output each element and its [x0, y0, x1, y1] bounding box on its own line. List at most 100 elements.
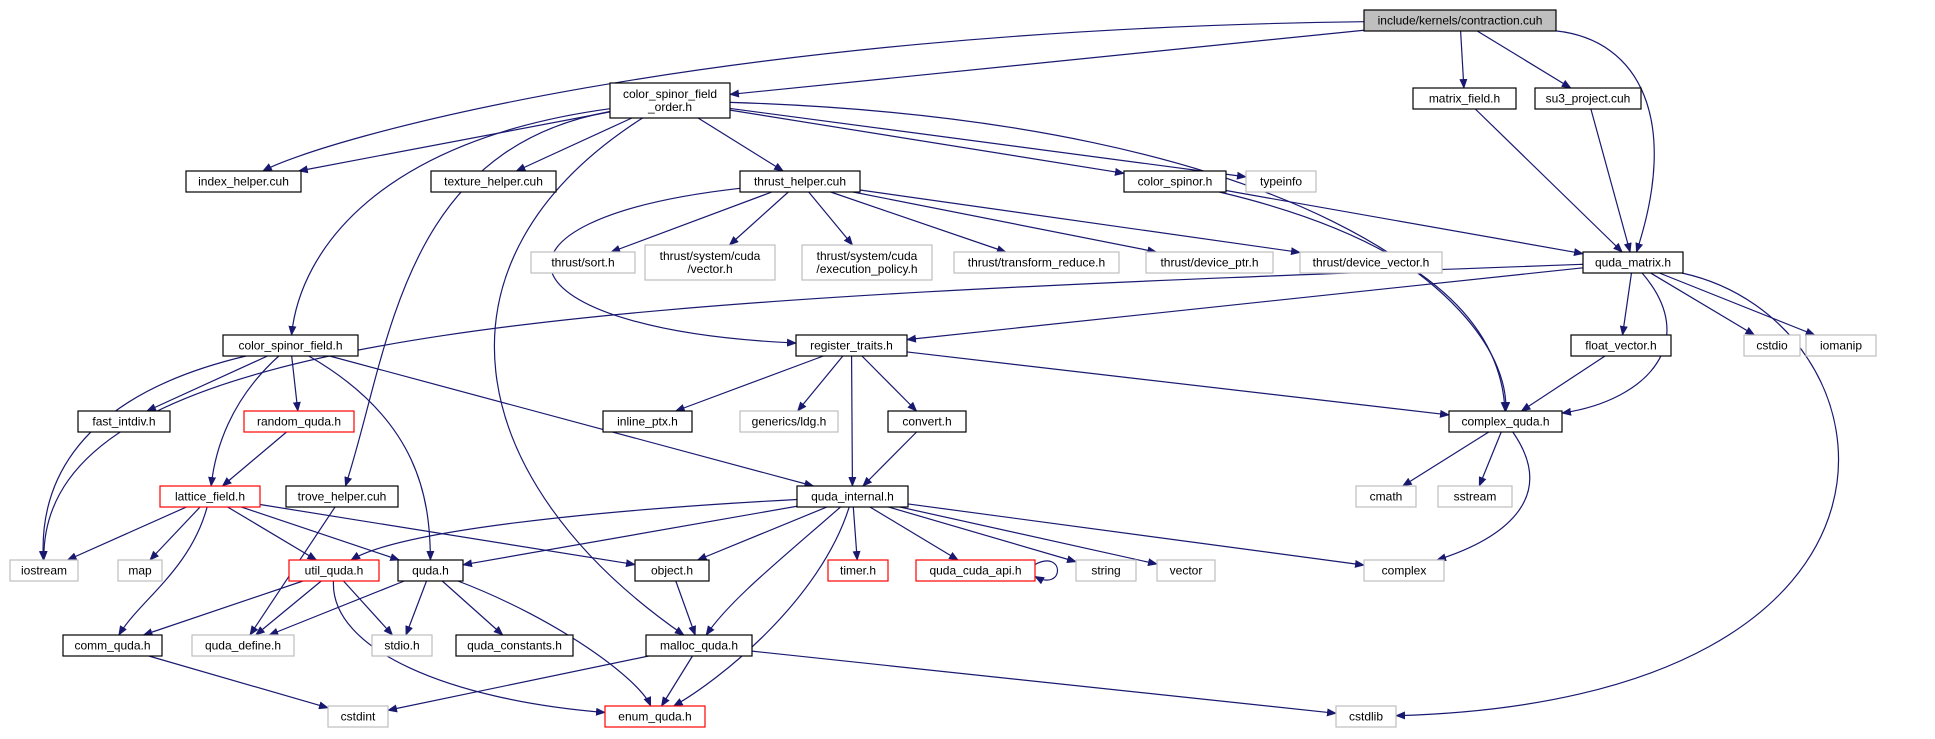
node-box-cmath[interactable]: [1355, 485, 1417, 508]
node-box-su3_project[interactable]: [1534, 87, 1642, 110]
node-box-typeinfo[interactable]: [1245, 170, 1317, 193]
node-quda_cuda_api[interactable]: quda_cuda_api.h: [915, 559, 1036, 582]
node-register_traits[interactable]: register_traits.h: [795, 334, 908, 357]
node-color_spinor_field[interactable]: color_spinor_field.h: [222, 334, 359, 357]
node-typeinfo[interactable]: typeinfo: [1245, 170, 1317, 193]
node-object[interactable]: object.h: [634, 559, 710, 582]
node-complex_quda[interactable]: complex_quda.h: [1448, 410, 1563, 433]
node-cstdio[interactable]: cstdio: [1743, 334, 1801, 357]
node-box-thrust_sort[interactable]: [530, 251, 636, 274]
node-box-complex_quda[interactable]: [1448, 410, 1563, 433]
node-color_spinor[interactable]: color_spinor.h: [1123, 170, 1227, 193]
node-thrust_dvec[interactable]: thrust/device_vector.h: [1299, 251, 1443, 274]
node-box-float_vector[interactable]: [1570, 334, 1672, 357]
node-box-matrix_field[interactable]: [1412, 87, 1517, 110]
node-box-cstdio[interactable]: [1743, 334, 1801, 357]
node-box-thrust_vector[interactable]: [644, 244, 776, 281]
node-color_spinor_field_order[interactable]: color_spinor_field_order.h: [609, 82, 731, 119]
node-box-cstdint[interactable]: [327, 705, 389, 728]
node-random_quda[interactable]: random_quda.h: [243, 410, 355, 433]
node-box-util_quda[interactable]: [288, 559, 380, 582]
node-box-thrust_exec[interactable]: [801, 244, 933, 281]
node-box-convert[interactable]: [887, 410, 967, 433]
node-su3_project[interactable]: su3_project.cuh: [1534, 87, 1642, 110]
node-box-enum_quda[interactable]: [604, 705, 706, 728]
node-box-malloc_quda[interactable]: [645, 634, 753, 657]
node-box-register_traits[interactable]: [795, 334, 908, 357]
node-inline_ptx[interactable]: inline_ptx.h: [602, 410, 693, 433]
node-box-quda_internal[interactable]: [796, 485, 909, 508]
node-box-object[interactable]: [634, 559, 710, 582]
node-contraction[interactable]: include/kernels/contraction.cuh: [1363, 9, 1557, 32]
node-fast_intdiv[interactable]: fast_intdiv.h: [77, 410, 171, 433]
node-quda_define[interactable]: quda_define.h: [191, 634, 295, 657]
node-lattice_field[interactable]: lattice_field.h: [159, 485, 261, 508]
node-stdio[interactable]: stdio.h: [371, 634, 433, 657]
node-box-vector[interactable]: [1156, 559, 1216, 582]
node-box-index_helper[interactable]: [185, 170, 302, 193]
node-float_vector[interactable]: float_vector.h: [1570, 334, 1672, 357]
node-comm_quda[interactable]: comm_quda.h: [62, 634, 163, 657]
node-box-iostream[interactable]: [9, 559, 79, 582]
node-box-string[interactable]: [1075, 559, 1137, 582]
node-quda_h[interactable]: quda.h: [397, 559, 464, 582]
node-box-generics_ldg[interactable]: [739, 410, 839, 433]
node-thrust_dptr[interactable]: thrust/device_ptr.h: [1145, 251, 1274, 274]
node-box-sstream[interactable]: [1437, 485, 1513, 508]
node-box-quda_define[interactable]: [191, 634, 295, 657]
node-box-quda_matrix[interactable]: [1582, 251, 1684, 274]
node-iomanip[interactable]: iomanip: [1805, 334, 1877, 357]
node-box-quda_constants[interactable]: [455, 634, 574, 657]
node-quda_internal[interactable]: quda_internal.h: [796, 485, 909, 508]
node-box-quda_cuda_api[interactable]: [915, 559, 1036, 582]
node-box-thrust_tr[interactable]: [953, 251, 1120, 274]
node-box-cstdlib[interactable]: [1335, 705, 1397, 728]
node-cstdlib[interactable]: cstdlib: [1335, 705, 1397, 728]
node-box-timer[interactable]: [827, 559, 889, 582]
node-box-comm_quda[interactable]: [62, 634, 163, 657]
node-box-lattice_field[interactable]: [159, 485, 261, 508]
node-thrust_sort[interactable]: thrust/sort.h: [530, 251, 636, 274]
node-box-thrust_helper[interactable]: [739, 170, 861, 193]
node-index_helper[interactable]: index_helper.cuh: [185, 170, 302, 193]
node-box-stdio[interactable]: [371, 634, 433, 657]
node-generics_ldg[interactable]: generics/ldg.h: [739, 410, 839, 433]
node-trove_helper[interactable]: trove_helper.cuh: [285, 485, 399, 508]
node-malloc_quda[interactable]: malloc_quda.h: [645, 634, 753, 657]
node-convert[interactable]: convert.h: [887, 410, 967, 433]
node-util_quda[interactable]: util_quda.h: [288, 559, 380, 582]
node-box-complex[interactable]: [1363, 559, 1445, 582]
node-box-contraction[interactable]: [1363, 9, 1557, 32]
node-box-fast_intdiv[interactable]: [77, 410, 171, 433]
node-quda_constants[interactable]: quda_constants.h: [455, 634, 574, 657]
node-box-map[interactable]: [117, 559, 163, 582]
node-cstdint[interactable]: cstdint: [327, 705, 389, 728]
node-box-iomanip[interactable]: [1805, 334, 1877, 357]
node-cmath[interactable]: cmath: [1355, 485, 1417, 508]
node-box-trove_helper[interactable]: [285, 485, 399, 508]
node-matrix_field[interactable]: matrix_field.h: [1412, 87, 1517, 110]
node-iostream[interactable]: iostream: [9, 559, 79, 582]
node-box-color_spinor[interactable]: [1123, 170, 1227, 193]
node-quda_matrix[interactable]: quda_matrix.h: [1582, 251, 1684, 274]
node-enum_quda[interactable]: enum_quda.h: [604, 705, 706, 728]
node-box-color_spinor_field[interactable]: [222, 334, 359, 357]
node-thrust_exec[interactable]: thrust/system/cuda/execution_policy.h: [801, 244, 933, 281]
node-box-inline_ptx[interactable]: [602, 410, 693, 433]
node-box-texture_helper[interactable]: [430, 170, 557, 193]
node-timer[interactable]: timer.h: [827, 559, 889, 582]
node-box-thrust_dptr[interactable]: [1145, 251, 1274, 274]
node-box-color_spinor_field_order[interactable]: [609, 82, 731, 119]
node-vector[interactable]: vector: [1156, 559, 1216, 582]
node-box-quda_h[interactable]: [397, 559, 464, 582]
node-box-thrust_dvec[interactable]: [1299, 251, 1443, 274]
node-thrust_vector[interactable]: thrust/system/cuda/vector.h: [644, 244, 776, 281]
node-thrust_tr[interactable]: thrust/transform_reduce.h: [953, 251, 1120, 274]
node-sstream[interactable]: sstream: [1437, 485, 1513, 508]
node-thrust_helper[interactable]: thrust_helper.cuh: [739, 170, 861, 193]
node-box-random_quda[interactable]: [243, 410, 355, 433]
node-string[interactable]: string: [1075, 559, 1137, 582]
node-complex[interactable]: complex: [1363, 559, 1445, 582]
node-map[interactable]: map: [117, 559, 163, 582]
node-texture_helper[interactable]: texture_helper.cuh: [430, 170, 557, 193]
